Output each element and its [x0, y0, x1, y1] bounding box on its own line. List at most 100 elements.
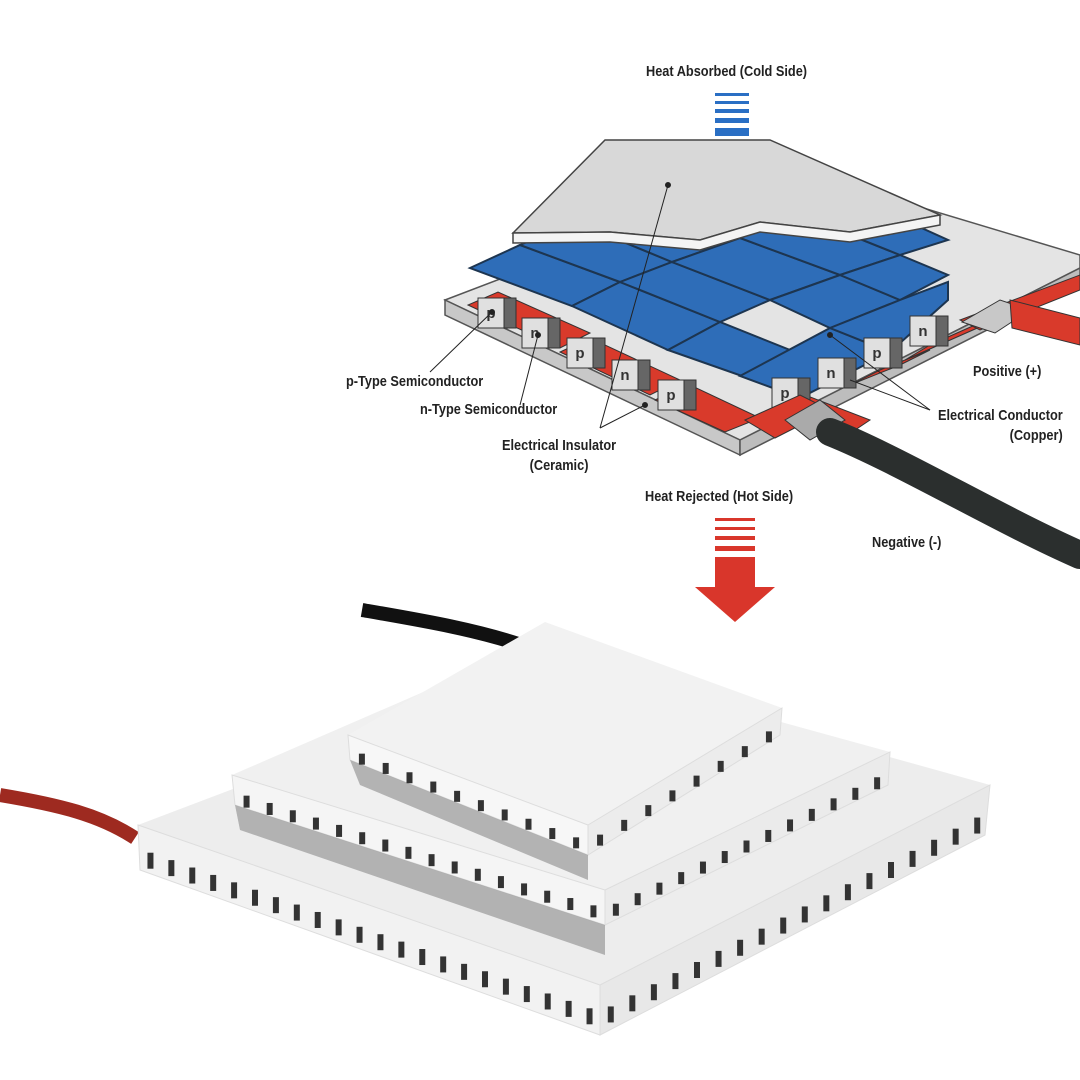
conductor-label: Electrical Conductor (Copper)	[938, 406, 1063, 446]
peg	[356, 926, 363, 943]
peg	[252, 889, 258, 906]
peg	[497, 876, 504, 889]
positive-label: Positive (+)	[973, 363, 1042, 380]
peg	[419, 949, 426, 966]
p-type-label: p-Type Semiconductor	[346, 373, 484, 390]
peg	[844, 884, 851, 901]
peg	[650, 984, 657, 1001]
peg	[549, 828, 556, 840]
peg	[314, 911, 321, 928]
peg	[721, 851, 728, 864]
peg	[359, 832, 366, 845]
peg	[440, 956, 447, 973]
peg	[801, 906, 808, 923]
element-type-label: p	[666, 387, 675, 404]
peg	[693, 775, 700, 787]
peg	[502, 978, 509, 995]
peg	[544, 993, 551, 1010]
peg	[852, 787, 859, 800]
peg	[565, 1000, 572, 1017]
peg	[454, 790, 461, 802]
peg	[147, 852, 154, 869]
copper-conductors-top	[467, 198, 951, 400]
peg	[586, 1008, 593, 1025]
peg	[590, 905, 597, 918]
element-type-label: n	[620, 367, 629, 384]
conductor-label-line1: Electrical Conductor	[938, 407, 1063, 424]
n-type-element: n	[521, 317, 561, 349]
peg	[765, 731, 772, 743]
peg	[743, 840, 750, 853]
peg	[952, 828, 959, 845]
peg	[382, 839, 389, 852]
peg	[874, 777, 881, 790]
peg	[477, 800, 484, 812]
peg	[289, 810, 296, 823]
peg	[428, 854, 435, 867]
element-type-label: n	[918, 323, 927, 340]
peg	[336, 824, 343, 837]
leader-lines	[429, 182, 931, 429]
negative-label: Negative (-)	[872, 534, 942, 551]
peg	[573, 837, 580, 849]
semiconductor-legs: pnpnppnpn	[477, 297, 949, 411]
p-type-element: p	[863, 337, 903, 369]
element-type-label: p	[780, 385, 789, 402]
peg	[621, 819, 628, 831]
thermoelectric-pegs	[358, 731, 772, 849]
peg	[377, 934, 384, 951]
peg	[312, 817, 319, 830]
p-type-element: p	[566, 337, 606, 369]
peg	[694, 962, 700, 978]
peg	[678, 872, 685, 885]
element-type-label: p	[575, 345, 584, 362]
peg	[808, 808, 815, 821]
peg	[335, 919, 342, 936]
peg	[717, 760, 724, 772]
peg	[974, 817, 981, 834]
positive-wire	[960, 299, 1080, 346]
peg	[272, 897, 279, 914]
insulator-label: Electrical Insulator (Ceramic)	[502, 436, 616, 476]
peg	[823, 895, 830, 912]
peg	[451, 861, 458, 874]
peg	[430, 781, 437, 793]
peg	[168, 860, 175, 877]
n-type-element: n	[817, 357, 857, 389]
peg	[405, 846, 412, 859]
peg	[398, 941, 405, 958]
peg	[699, 861, 706, 874]
peg	[737, 939, 744, 956]
peg	[597, 834, 604, 846]
insulator-label-line2: (Ceramic)	[529, 457, 589, 474]
peg	[656, 882, 663, 895]
peg	[672, 973, 679, 990]
heat-rejected-arrow-icon	[695, 518, 775, 622]
n-type-element: n	[611, 359, 651, 391]
peg	[607, 1006, 614, 1023]
cold-side-ceramic-plate	[511, 139, 943, 251]
peg	[189, 867, 196, 884]
peg	[266, 802, 273, 815]
peg	[501, 809, 508, 821]
negative-wire	[743, 394, 1080, 569]
element-type-label: p	[872, 345, 881, 362]
peg	[888, 862, 894, 878]
peg	[645, 805, 652, 817]
peg	[382, 762, 389, 774]
peg	[544, 890, 551, 903]
peg	[523, 986, 530, 1003]
insulator-label-line1: Electrical Insulator	[502, 437, 617, 454]
p-type-element: p	[477, 297, 517, 329]
peg	[521, 883, 528, 896]
peg	[474, 868, 481, 881]
peg	[669, 790, 676, 802]
peg	[482, 971, 488, 988]
peg	[358, 753, 365, 765]
peg	[231, 882, 238, 899]
thermoelectric-pegs	[147, 817, 981, 1025]
peg	[780, 917, 787, 934]
peg	[406, 772, 413, 784]
peg	[741, 746, 748, 758]
